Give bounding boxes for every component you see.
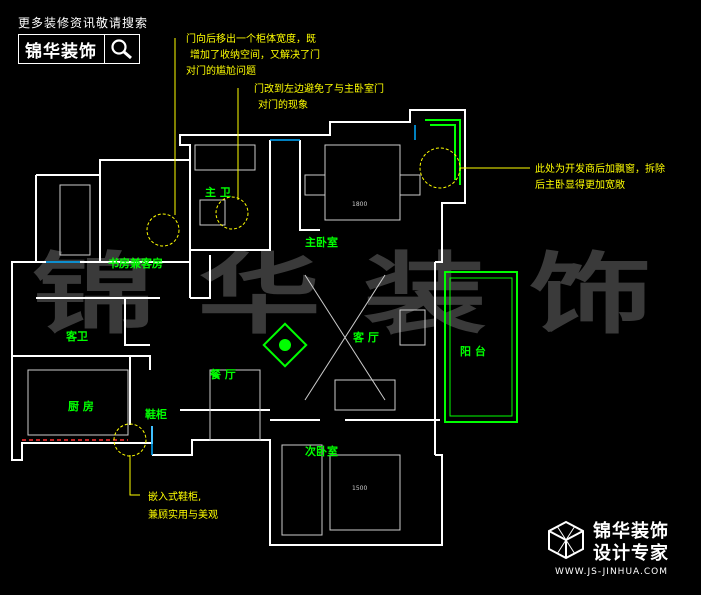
room-labels: 书房兼客房 主 卫 主卧室 客卫 客 厅 阳 台 厨 房 餐 厅 鞋柜 次卧室 xyxy=(65,185,486,458)
label-master-bath: 主 卫 xyxy=(205,185,231,199)
dim-second-bed: 1500 xyxy=(352,485,367,492)
dim-master-bed: 1800 xyxy=(352,201,367,208)
note2-line1: 门改到左边避免了与主卧室门 xyxy=(254,82,384,95)
center-ornament xyxy=(262,322,308,368)
note4-line1: 嵌入式鞋柜, xyxy=(148,490,201,503)
dimension-labels: 1800 1500 xyxy=(352,201,367,492)
cube-logo-icon xyxy=(548,520,584,560)
header-promo: 更多装修资讯敬请搜索 xyxy=(18,16,149,30)
label-second-bedroom: 次卧室 xyxy=(305,444,338,458)
label-living: 客 厅 xyxy=(352,330,379,344)
label-shoe-cabinet: 鞋柜 xyxy=(145,407,167,421)
note1-line1: 门向后移出一个柜体宽度，既 xyxy=(186,32,316,45)
walls xyxy=(11,109,466,546)
search-icon[interactable] xyxy=(104,35,139,63)
note3-line2: 后主卧显得更加宽敞 xyxy=(535,178,625,191)
label-master-bedroom: 主卧室 xyxy=(305,235,338,249)
note1-line3: 对门的尴尬问题 xyxy=(186,64,256,77)
footer-line1: 锦华装饰 xyxy=(593,521,669,542)
note2-line2: 对门的现象 xyxy=(258,98,308,111)
label-guest-bath: 客卫 xyxy=(65,329,88,343)
balcony-frame xyxy=(444,271,518,423)
label-balcony: 阳 台 xyxy=(460,344,486,358)
annotations: 门向后移出一个柜体宽度，既 增加了收纳空间，又解决了门 对门的尴尬问题 门改到左… xyxy=(148,32,665,521)
bay-window xyxy=(425,119,461,185)
watermark-text: 锦 华 装 饰 xyxy=(32,242,652,346)
footer-line2: 设计专家 xyxy=(593,543,669,564)
label-dining: 餐 厅 xyxy=(209,367,236,381)
footer-url[interactable]: WWW.JS-JINHUA.COM xyxy=(555,567,669,577)
note4-line2: 兼顾实用与美观 xyxy=(148,508,218,521)
doors xyxy=(22,125,416,455)
note3-line1: 此处为开发商后加飘窗，拆除 xyxy=(535,162,665,175)
brand-name: 锦华装饰 xyxy=(25,41,97,62)
note1-line2: 增加了收纳空间，又解决了门 xyxy=(190,48,320,61)
label-study: 书房兼客房 xyxy=(108,256,163,270)
label-kitchen: 厨 房 xyxy=(68,399,94,413)
brand-search-box[interactable]: 锦华装饰 xyxy=(18,34,140,64)
furniture xyxy=(27,144,426,536)
leader-lines xyxy=(129,38,530,496)
